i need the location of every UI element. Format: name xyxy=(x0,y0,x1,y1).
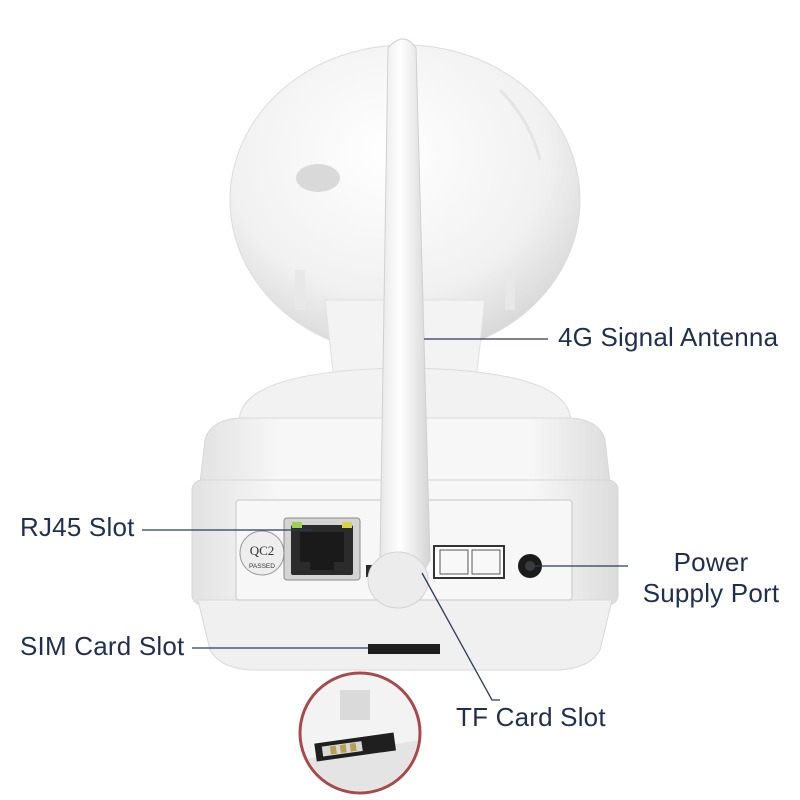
leader-tf xyxy=(421,572,500,701)
qc-badge-bottom: PASSED xyxy=(249,563,275,570)
power-supply-label: Power Supply Port xyxy=(636,547,786,608)
qc-passed-sticker: QC2 PASSED xyxy=(239,530,285,576)
power-label-line1: Power xyxy=(673,547,749,577)
antenna-label: 4G Signal Antenna xyxy=(558,322,779,352)
antenna xyxy=(367,38,431,609)
sim-card-slot xyxy=(368,644,440,654)
sim-card-label: SIM Card Slot xyxy=(20,631,185,661)
audio-ports xyxy=(433,545,505,579)
rj45-label: RJ45 Slot xyxy=(20,512,135,542)
sim-insert-inset xyxy=(298,671,422,795)
power-port xyxy=(518,554,542,578)
tf-card-label: TF Card Slot xyxy=(456,702,606,732)
power-label-line2: Supply Port xyxy=(642,577,780,608)
leader-lines xyxy=(142,338,628,701)
rj45-port xyxy=(283,517,361,581)
head-hole xyxy=(296,164,340,192)
qc-badge-top: QC2 xyxy=(250,543,275,558)
